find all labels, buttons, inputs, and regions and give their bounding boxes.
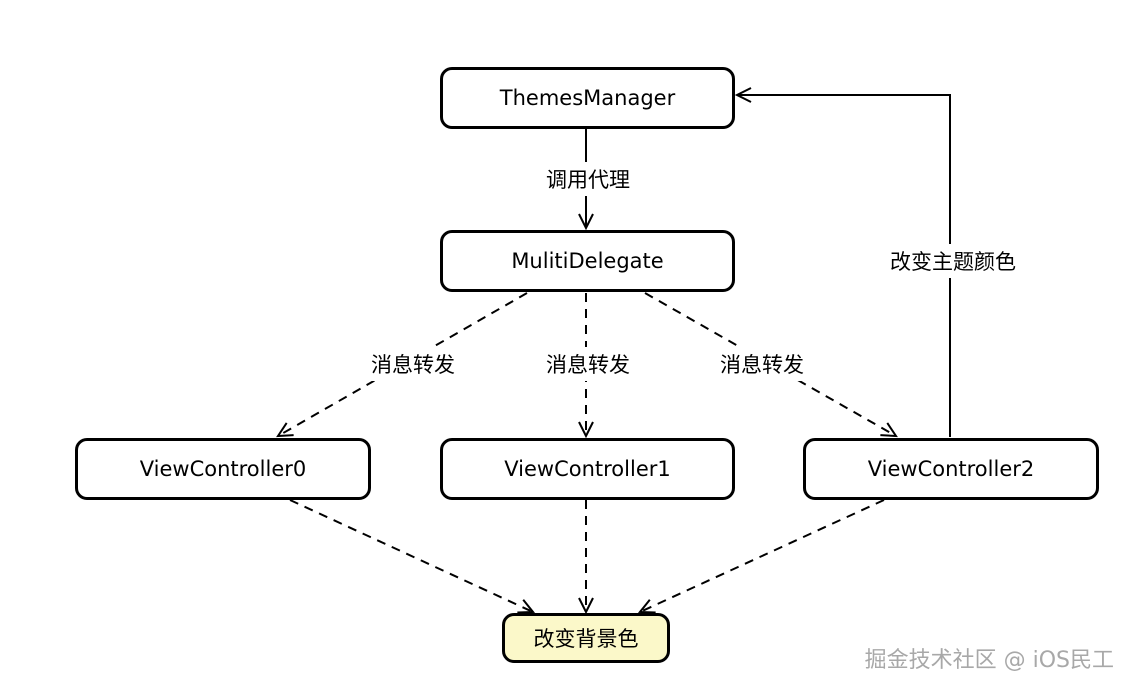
node-change-background: 改变背景色 (502, 613, 670, 663)
node-view-controller-0: ViewController0 (75, 438, 371, 500)
edge-vc0-to-background (289, 499, 536, 614)
edge-vc2-to-background (637, 499, 885, 614)
node-view-controller-2: ViewController2 (803, 438, 1099, 500)
watermark-text: 掘金技术社区 @ iOS民工 (864, 648, 1114, 673)
node-multi-delegate: MulitiDelegate (440, 230, 735, 292)
edge-label-forward-2: 消息转发 (716, 347, 808, 381)
edge-label-forward-0: 消息转发 (367, 347, 459, 381)
node-view-controller-0-label: ViewController0 (139, 457, 307, 481)
node-view-controller-1-label: ViewController1 (504, 457, 671, 481)
node-multi-delegate-label: MulitiDelegate (511, 249, 664, 273)
edge-change-theme-color (734, 87, 951, 437)
edge-label-change-theme-color: 改变主题颜色 (886, 244, 1020, 278)
edge-label-call-delegate: 调用代理 (542, 162, 634, 196)
node-view-controller-1: ViewController1 (440, 438, 735, 500)
node-change-background-label: 改变背景色 (533, 627, 639, 651)
node-themes-manager: ThemesManager (440, 67, 735, 129)
node-view-controller-2-label: ViewController2 (867, 457, 1035, 481)
edge-label-forward-1: 消息转发 (542, 347, 634, 381)
node-themes-manager-label: ThemesManager (499, 86, 676, 110)
